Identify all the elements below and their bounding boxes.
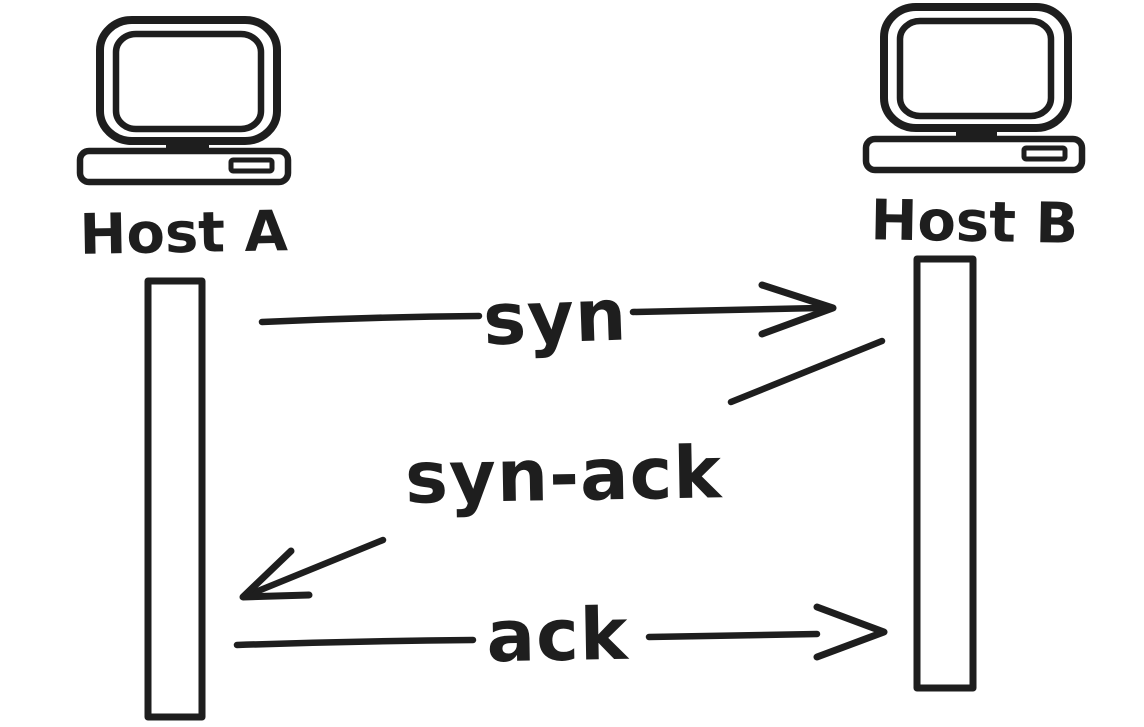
lifeline-host-b xyxy=(913,255,977,692)
message-label-ack: ack xyxy=(486,592,631,678)
arrowhead-right-icon xyxy=(758,281,837,338)
syn-line-left xyxy=(258,312,483,326)
syn-ack-line-upper xyxy=(727,337,886,406)
syn-line-right xyxy=(629,304,824,316)
ack-line-left xyxy=(233,636,477,649)
message-syn-ack: syn-ack xyxy=(239,337,886,601)
message-ack: ack xyxy=(233,592,888,678)
actor-label-host-b: Host B xyxy=(870,188,1079,257)
lifeline-host-a xyxy=(144,277,206,721)
disk-slot xyxy=(1021,145,1068,162)
arrowhead-left-icon xyxy=(239,547,313,601)
computer-base xyxy=(76,147,292,186)
message-label-syn: syn xyxy=(482,273,629,362)
monitor-screen xyxy=(896,17,1055,120)
arrowhead-right-icon xyxy=(813,603,888,661)
monitor-screen xyxy=(112,30,265,133)
computer-base xyxy=(862,135,1086,174)
syn-ack-line-lower xyxy=(249,536,387,597)
actor-label-host-a: Host A xyxy=(79,199,289,268)
desktop-computer-icon xyxy=(76,16,292,186)
message-label-syn-ack: syn-ack xyxy=(404,430,724,520)
message-syn: syn xyxy=(258,273,837,362)
actor-host-b: Host B xyxy=(862,3,1086,692)
disk-slot xyxy=(228,157,275,174)
desktop-computer-icon xyxy=(862,3,1086,174)
actor-host-a: Host A xyxy=(76,16,292,721)
ack-line-right xyxy=(645,630,821,641)
